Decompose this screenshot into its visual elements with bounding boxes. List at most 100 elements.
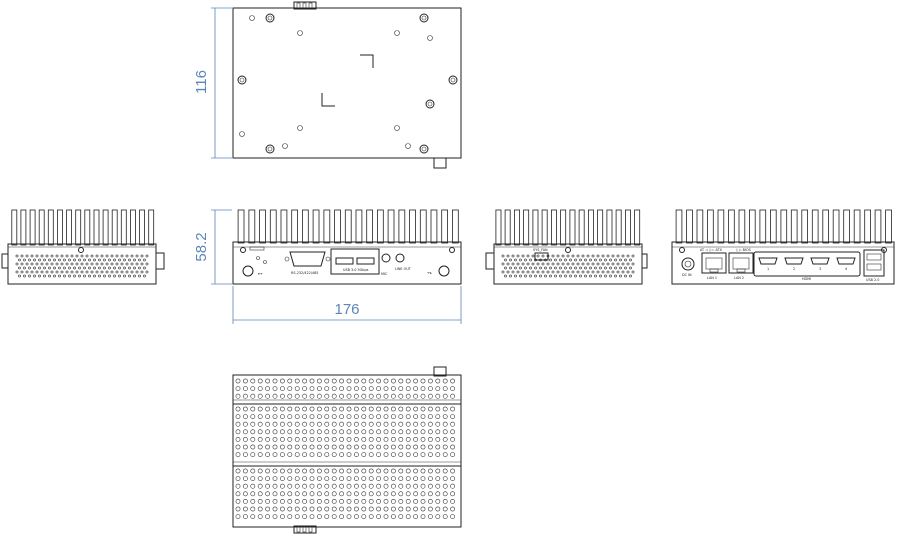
vent-hole	[554, 258, 557, 262]
vent-hole	[405, 436, 411, 442]
vent-hole	[88, 274, 91, 278]
vent-hole	[574, 274, 577, 278]
vent-hole	[576, 270, 580, 274]
vent-hole	[601, 262, 605, 266]
vent-hole	[346, 421, 352, 427]
vent-hole	[279, 421, 285, 427]
com-port[interactable]: RS-232/422/485	[284, 251, 331, 275]
usb-ports[interactable]: USB 3.0 5Gbps	[330, 248, 380, 275]
vent-hole	[427, 498, 433, 504]
vent-hole	[294, 436, 300, 442]
hdmi-slot[interactable]	[810, 257, 830, 265]
heatsink-fin	[864, 209, 871, 244]
vent-hole	[353, 514, 359, 519]
vent-hole	[561, 262, 565, 266]
vent-hole	[368, 452, 374, 457]
vent-hole	[287, 514, 293, 519]
vent-hole	[108, 258, 111, 262]
mic-jack[interactable]: MIC	[381, 253, 391, 276]
vent-hole	[265, 429, 270, 435]
vent-hole	[427, 406, 433, 412]
vent-hole	[250, 506, 256, 512]
vent-hole	[516, 254, 520, 258]
hdmi-slot[interactable]	[836, 257, 856, 265]
vent-hole	[18, 258, 21, 262]
vent-hole	[50, 270, 54, 274]
vent-hole	[621, 262, 625, 266]
vent-hole	[324, 378, 330, 384]
vent-hole	[504, 258, 507, 262]
vent-hole	[561, 270, 565, 274]
vent-hole	[398, 444, 404, 450]
vent-hole	[80, 254, 84, 258]
vent-hole	[621, 254, 625, 258]
vent-hole	[536, 254, 540, 258]
left-side-view	[1, 209, 165, 285]
vent-hole	[361, 514, 367, 519]
vent-hole	[390, 436, 396, 442]
lan2-port[interactable]: LAN 2	[728, 252, 754, 280]
hdmi-slot[interactable]	[784, 257, 804, 265]
vent-hole	[272, 378, 278, 384]
vent-hole	[287, 476, 293, 481]
vent-hole	[526, 270, 530, 274]
heatsink-fin	[237, 209, 245, 244]
vent-hole	[546, 270, 550, 274]
vent-hole	[316, 476, 322, 481]
vent-hole	[78, 258, 81, 262]
vent-hole	[265, 378, 270, 384]
vent-hole	[272, 468, 278, 474]
com-port-label: RS-232/422/485	[291, 271, 318, 275]
heatsink-fin	[430, 209, 438, 244]
vent-hole	[316, 452, 322, 457]
rear-usb-label: USB 2.0	[866, 278, 879, 282]
vent-hole	[346, 436, 352, 442]
vent-hole	[235, 436, 241, 442]
vent-hole	[140, 270, 144, 274]
vent-hole	[302, 421, 307, 427]
hdmi-slot[interactable]	[758, 257, 778, 265]
vent-hole	[435, 414, 441, 419]
vent-hole	[331, 452, 337, 457]
lan1-port[interactable]: LAN 1	[701, 252, 727, 280]
vent-hole	[331, 436, 337, 442]
left-side-fins	[11, 209, 155, 246]
vent-hole	[506, 262, 510, 266]
vent-hole	[511, 270, 515, 274]
line-out-jack[interactable]: LINE OUT	[395, 253, 412, 271]
vent-hole	[398, 406, 404, 412]
vent-hole	[383, 414, 389, 419]
vent-hole	[549, 258, 552, 262]
heatsink-fin	[120, 209, 127, 246]
power-button-icon[interactable]	[242, 265, 254, 277]
vent-hole	[435, 406, 441, 412]
vent-hole	[133, 266, 136, 270]
vent-hole	[420, 393, 426, 399]
vent-hole	[544, 266, 547, 270]
rear-usb-ports[interactable]: USB 2.0	[863, 249, 885, 282]
heatsink-fin	[822, 209, 829, 244]
vent-hole	[123, 266, 126, 270]
vent-hole	[73, 274, 76, 278]
vent-hole	[435, 386, 441, 391]
vent-hole	[609, 274, 612, 278]
vent-hole	[60, 254, 64, 258]
vent-hole	[257, 393, 263, 399]
vent-hole	[316, 468, 322, 474]
vent-hole	[629, 274, 632, 278]
vent-hole	[120, 270, 124, 274]
vent-hole	[272, 406, 278, 412]
vent-hole	[524, 274, 527, 278]
vent-hole	[631, 262, 635, 266]
vent-hole	[115, 262, 119, 266]
dc-in-jack[interactable]: DC IN	[681, 257, 695, 277]
front-right-button[interactable]	[438, 265, 450, 277]
sys-fan-connector[interactable]	[534, 252, 549, 261]
vent-hole	[309, 421, 315, 427]
vent-hole	[316, 414, 322, 419]
vent-hole	[390, 506, 396, 512]
vent-hole	[442, 406, 448, 412]
vent-hole	[614, 274, 617, 278]
vent-hole	[534, 266, 537, 270]
